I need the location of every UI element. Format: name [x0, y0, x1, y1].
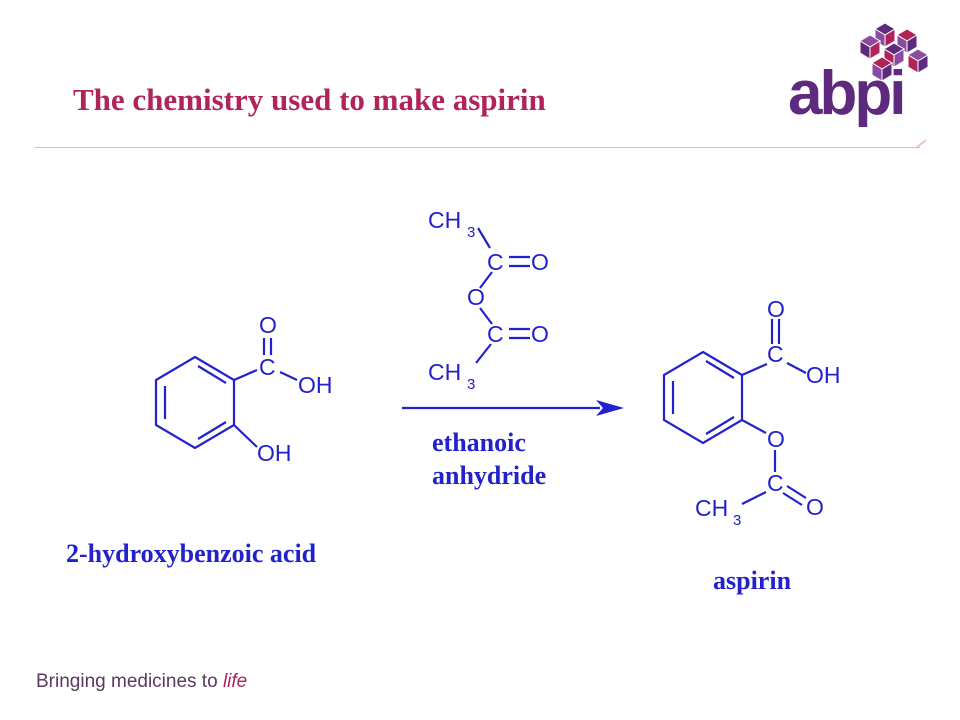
tagline-text: Bringing medicines to [36, 671, 223, 692]
reagent-label: ethanoic anhydride [432, 427, 546, 492]
atom-c: C [487, 249, 504, 275]
title-divider [35, 147, 920, 148]
product-label: aspirin [713, 566, 792, 595]
atom-subscript: 3 [467, 376, 475, 393]
tagline-emphasis: life [222, 671, 248, 692]
atom-subscript: 3 [733, 512, 741, 529]
divider-tick-icon [916, 139, 927, 149]
atom-o: O [259, 312, 277, 338]
atom-ch: CH [695, 495, 728, 521]
reagent-label-line1: ethanoic [432, 428, 526, 457]
atom-oh: OH [806, 362, 841, 388]
footer-tagline: Bringing medicines to life [36, 671, 247, 693]
atom-o: O [531, 321, 549, 347]
atom-c: C [767, 470, 784, 496]
atom-c: C [487, 321, 504, 347]
logo-wordmark: abpi [788, 59, 906, 128]
reactant-label: 2-hydroxybenzoic acid [66, 539, 317, 568]
atom-o: O [806, 494, 824, 520]
reagent-label-line2: anhydride [432, 460, 547, 490]
atom-oh: OH [298, 372, 333, 398]
atom-ch: CH [428, 207, 461, 233]
atom-c: C [767, 341, 784, 367]
atom-c: C [259, 354, 276, 380]
atom-ch: CH [428, 359, 461, 385]
atom-o: O [467, 284, 485, 310]
atom-o: O [531, 249, 549, 275]
slide-title: The chemistry used to make aspirin [73, 82, 546, 117]
atom-o: O [767, 296, 785, 322]
atom-subscript: 3 [467, 224, 475, 241]
atom-o: O [767, 426, 785, 452]
reaction-arrow-icon [596, 400, 624, 416]
abpi-cube-logo-icon [859, 22, 929, 82]
atom-oh: OH [257, 440, 292, 466]
